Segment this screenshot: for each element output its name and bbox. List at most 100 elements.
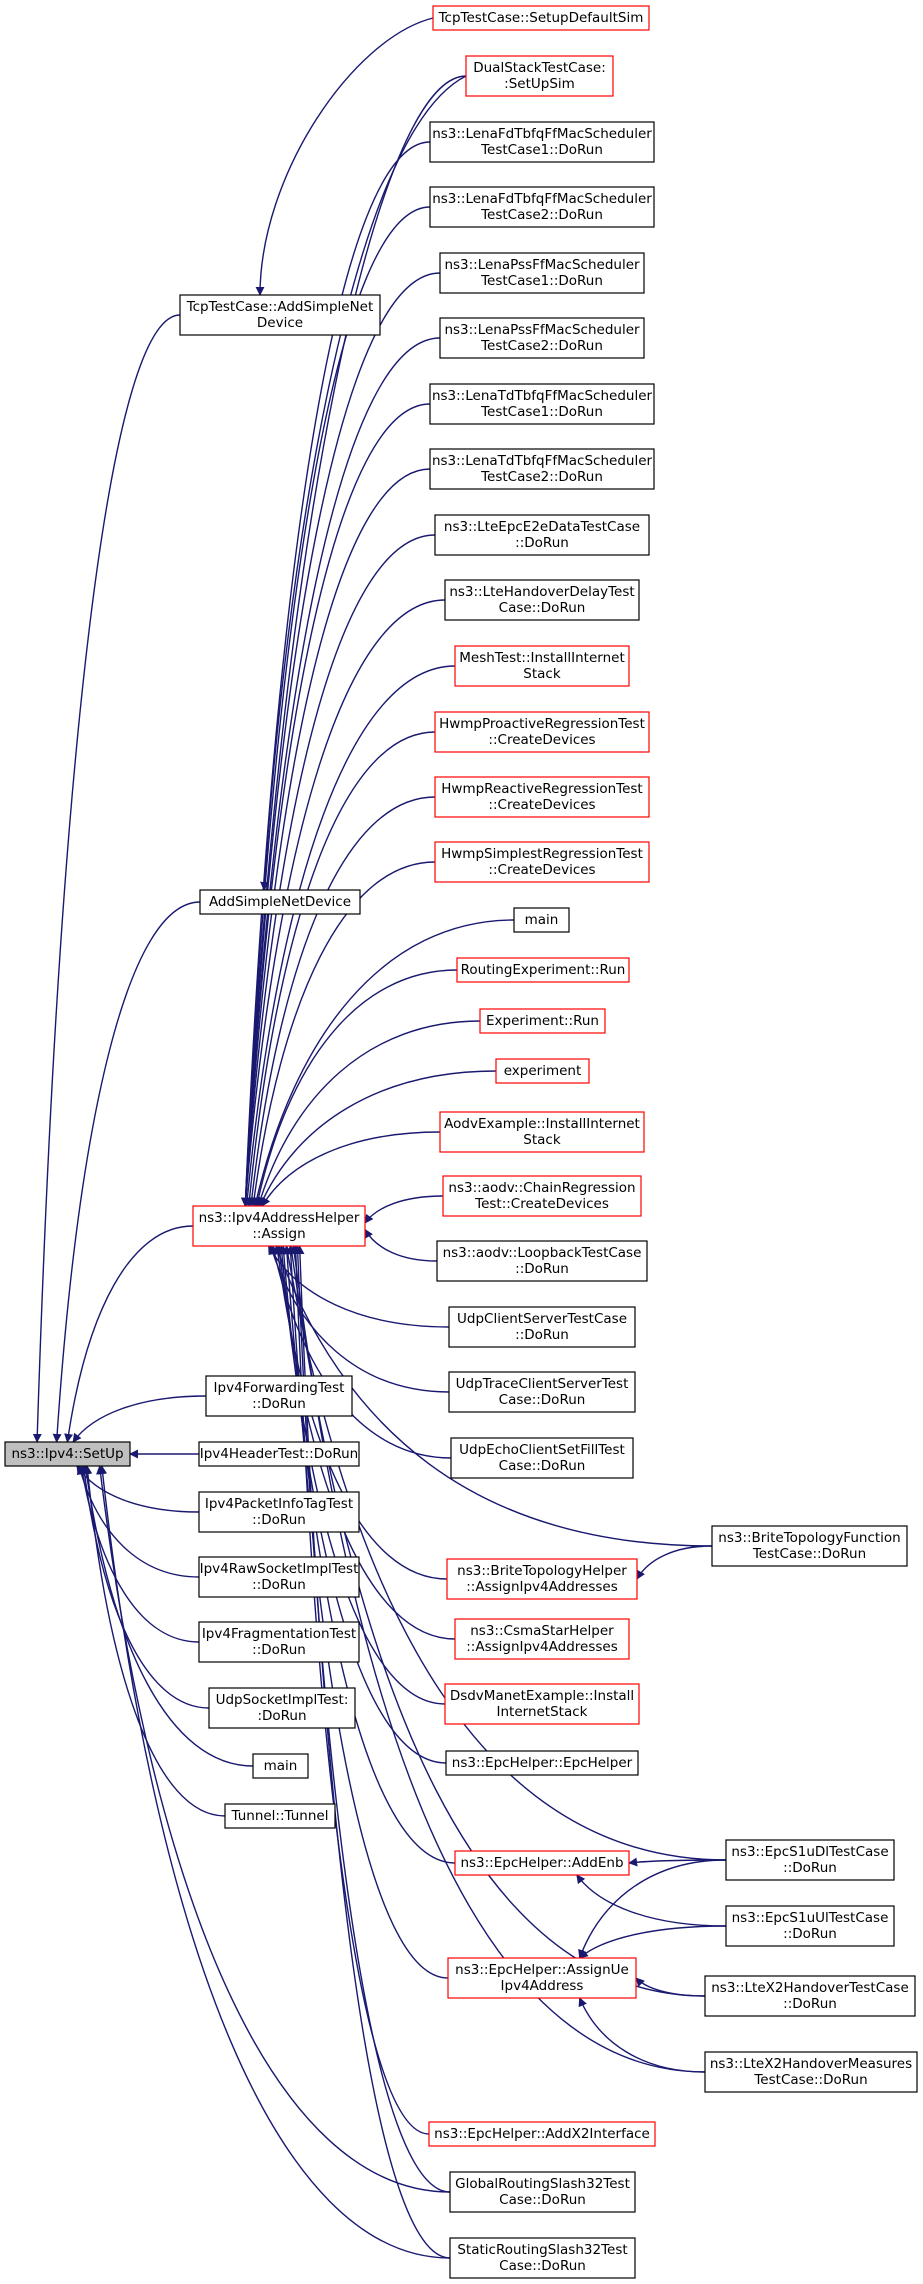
- node-raw_test[interactable]: Ipv4RawSocketImplTest::DoRun: [198, 1556, 360, 1598]
- node-epc_s1u_dl[interactable]: ns3::EpcS1uDlTestCase::DoRun: [725, 1839, 895, 1881]
- node-pss2[interactable]: ns3::LenaPssFfMacSchedulerTestCase2::DoR…: [439, 317, 645, 359]
- node-box: [725, 1905, 895, 1947]
- node-label-line: Ipv4RawSocketImplTest: [200, 1561, 359, 1577]
- node-tcp_setup[interactable]: TcpTestCase::SetupDefaultSim: [432, 5, 650, 31]
- node-label-line: ::CreateDevices: [488, 732, 595, 748]
- node-label-line: ns3::Ipv4AddressHelper: [199, 1210, 360, 1226]
- node-brite_helper[interactable]: ns3::BriteTopologyHelper::AssignIpv4Addr…: [446, 1558, 638, 1600]
- node-label-line: ::Assign: [252, 1226, 305, 1242]
- node-hwmp_simplest[interactable]: HwmpSimplestRegressionTest::CreateDevice…: [434, 841, 650, 883]
- node-label-line: AddSimpleNetDevice: [209, 894, 351, 910]
- node-pkt_test[interactable]: Ipv4PacketInfoTagTest::DoRun: [198, 1491, 360, 1533]
- node-box: [199, 889, 361, 915]
- edge-epc_assign_ue-to-assign: [286, 1245, 449, 1979]
- node-epc_s1u_ul[interactable]: ns3::EpcS1uUlTestCase::DoRun: [725, 1905, 895, 1947]
- node-main_left[interactable]: main: [252, 1753, 309, 1779]
- edge-raw_test-to-root: [76, 1465, 200, 1578]
- node-td_tbfq2[interactable]: ns3::LenaTdTbfqFfMacSchedulerTestCase2::…: [429, 448, 655, 490]
- node-pss1[interactable]: ns3::LenaPssFfMacSchedulerTestCase1::DoR…: [439, 252, 645, 294]
- node-box: [450, 1437, 634, 1479]
- node-label-line: TcpTestCase::SetupDefaultSim: [438, 10, 644, 26]
- node-assign[interactable]: ns3::Ipv4AddressHelper::Assign: [192, 1205, 366, 1247]
- node-aodv_chain[interactable]: ns3::aodv::ChainRegressionTest::CreateDe…: [442, 1175, 642, 1217]
- edge-td_tbfq1-to-assign: [241, 403, 431, 1207]
- node-label-line: main: [264, 1758, 298, 1774]
- node-epc_add_x2[interactable]: ns3::EpcHelper::AddX2Interface: [428, 2121, 656, 2147]
- node-label-line: main: [525, 912, 559, 928]
- node-udp_cs[interactable]: UdpClientServerTestCase::DoRun: [448, 1306, 636, 1348]
- node-epc_e2e[interactable]: ns3::LteEpcE2eDataTestCase::DoRun: [434, 514, 650, 556]
- node-label-line: ns3::Ipv4::SetUp: [11, 1446, 123, 1462]
- node-experiment[interactable]: experiment: [495, 1058, 590, 1084]
- node-x2_measures[interactable]: ns3::LteX2HandoverMeasuresTestCase::DoRu…: [704, 2051, 918, 2093]
- node-udp_sock_test[interactable]: UdpSocketImplTest::DoRun: [208, 1687, 356, 1729]
- node-label-line: TestCase::DoRun: [753, 2072, 867, 2088]
- edge-dualstack-to-addsimplenetdevice: [260, 75, 467, 891]
- node-tcp_adddev[interactable]: TcpTestCase::AddSimpleNetDevice: [179, 294, 381, 336]
- node-tunnel[interactable]: Tunnel::Tunnel: [224, 1803, 336, 1829]
- node-box: [439, 317, 645, 359]
- node-routing_exp[interactable]: RoutingExperiment::Run: [456, 957, 630, 983]
- node-box: [432, 5, 650, 31]
- node-fd_tbfq1[interactable]: ns3::LenaFdTbfqFfMacSchedulerTestCase1::…: [429, 121, 655, 163]
- node-label-line: UdpClientServerTestCase: [457, 1311, 627, 1327]
- node-label-line: UdpTraceClientServerTest: [456, 1376, 629, 1392]
- edge-fd_tbfq1-to-assign: [241, 141, 431, 1207]
- node-epc_add_enb[interactable]: ns3::EpcHelper::AddEnb: [454, 1850, 630, 1876]
- node-hwmp_proactive[interactable]: HwmpProactiveRegressionTest::CreateDevic…: [434, 711, 650, 753]
- node-hdr_test[interactable]: Ipv4HeaderTest::DoRun: [198, 1441, 360, 1467]
- edge-epc_s1u_ul-to-epc_add_enb: [576, 1874, 727, 1927]
- node-brite_func[interactable]: ns3::BriteTopologyFunctionTestCase::DoRu…: [711, 1525, 908, 1567]
- edge-fwd_test-to-root: [72, 1395, 207, 1443]
- edge-aodv_example-to-assign: [261, 1131, 441, 1207]
- node-box: [429, 121, 655, 163]
- node-label-line: Tunnel::Tunnel: [231, 1808, 329, 1824]
- node-box: [439, 1111, 645, 1153]
- node-td_tbfq1[interactable]: ns3::LenaTdTbfqFfMacSchedulerTestCase1::…: [429, 383, 655, 425]
- edge-epc_s1u_ul-to-epc_assign_ue: [578, 1925, 727, 1959]
- node-label-line: :DoRun: [257, 1708, 306, 1724]
- node-main_right[interactable]: main: [513, 907, 570, 933]
- node-root[interactable]: ns3::Ipv4::SetUp: [4, 1441, 131, 1467]
- edge-experiment_run-to-assign: [256, 1020, 481, 1207]
- node-label-line: ns3::LteX2HandoverTestCase: [711, 1980, 909, 1996]
- node-box: [446, 1558, 638, 1600]
- node-dualstack[interactable]: DualStackTestCase::SetUpSim: [465, 55, 614, 97]
- node-hwmp_reactive[interactable]: HwmpReactiveRegressionTest::CreateDevice…: [434, 776, 650, 818]
- node-experiment_run[interactable]: Experiment::Run: [479, 1008, 606, 1034]
- node-box: [428, 2121, 656, 2147]
- node-box: [429, 448, 655, 490]
- node-box: [192, 1205, 366, 1247]
- node-box: [434, 711, 650, 753]
- edge-hwmp_proactive-to-assign: [245, 731, 436, 1207]
- node-aodv_loopback[interactable]: ns3::aodv::LoopbackTestCase::DoRun: [436, 1240, 648, 1282]
- node-frag_test[interactable]: Ipv4FragmentationTest::DoRun: [198, 1621, 360, 1663]
- node-addsimplenetdevice[interactable]: AddSimpleNetDevice: [199, 889, 361, 915]
- node-label-line: ::DoRun: [252, 1577, 306, 1593]
- node-label-line: GlobalRoutingSlash32Test: [455, 2176, 630, 2192]
- node-box: [434, 776, 650, 818]
- edge-dualstack-to-assign: [241, 75, 467, 1207]
- node-label-line: TcpTestCase::AddSimpleNet: [186, 299, 374, 315]
- edge-assign-to-root: [64, 1225, 194, 1443]
- node-label-line: ns3::CsmaStarHelper: [470, 1623, 614, 1639]
- node-epc_helper_ctor[interactable]: ns3::EpcHelper::EpcHelper: [445, 1750, 639, 1776]
- node-label-line: ::AssignIpv4Addresses: [466, 1579, 618, 1595]
- edge-addsimplenetdevice-to-root: [52, 901, 201, 1443]
- node-csma_star[interactable]: ns3::CsmaStarHelper::AssignIpv4Addresses: [454, 1618, 630, 1660]
- node-box: [205, 1375, 353, 1417]
- node-fd_tbfq2[interactable]: ns3::LenaFdTbfqFfMacSchedulerTestCase2::…: [429, 186, 655, 228]
- node-x2_handover[interactable]: ns3::LteX2HandoverTestCase::DoRun: [704, 1975, 916, 2017]
- node-label-line: TestCase1::DoRun: [480, 404, 603, 420]
- node-label-line: Case::DoRun: [499, 2192, 586, 2208]
- node-fwd_test[interactable]: Ipv4ForwardingTest::DoRun: [205, 1375, 353, 1417]
